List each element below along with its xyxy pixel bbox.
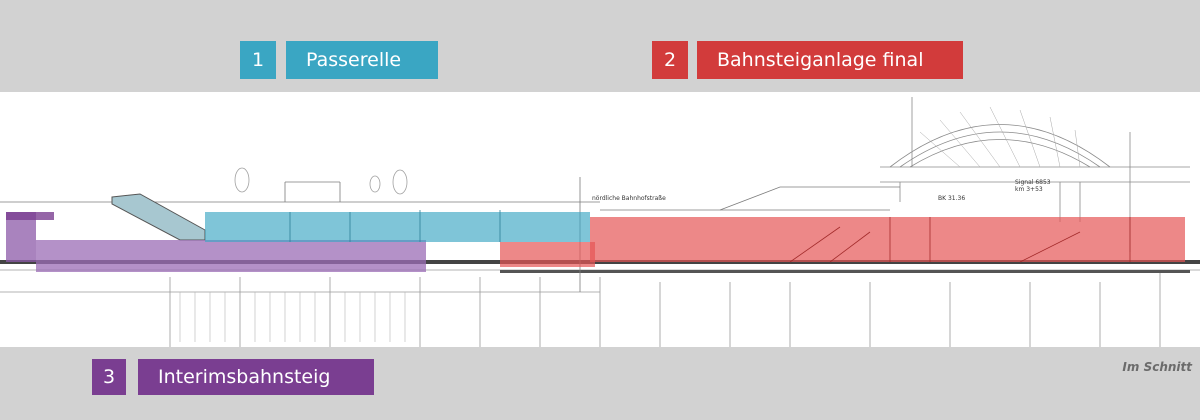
- street-label: nördliche Bahnhofstraße: [592, 195, 666, 202]
- section-caption: Im Schnitt: [1122, 360, 1192, 374]
- cross-section-drawing: nördliche Bahnhofstraße Signal 6853 km 3…: [0, 92, 1200, 347]
- cross-section-svg: nördliche Bahnhofstraße Signal 6853 km 3…: [0, 97, 1200, 347]
- zone-3-platform: [36, 240, 426, 272]
- km-label: km 3+53: [1015, 186, 1043, 193]
- top-band: [0, 0, 1200, 92]
- bk-label: BK 31.36: [938, 195, 965, 202]
- legend-3-label: Interimsbahnsteig: [138, 359, 374, 395]
- legend-2-number: 2: [652, 41, 688, 79]
- legend-3-number: 3: [92, 359, 126, 395]
- legend-1-number: 1: [240, 41, 276, 79]
- legend-2-label: Bahnsteiganlage final: [697, 41, 963, 79]
- legend-1-label: Passerelle: [286, 41, 438, 79]
- zone-2-platform: [590, 217, 1185, 262]
- zone-3-stair: [6, 212, 36, 262]
- zone-1-passerelle: [205, 212, 590, 242]
- signal-label: Signal 6853: [1015, 179, 1051, 186]
